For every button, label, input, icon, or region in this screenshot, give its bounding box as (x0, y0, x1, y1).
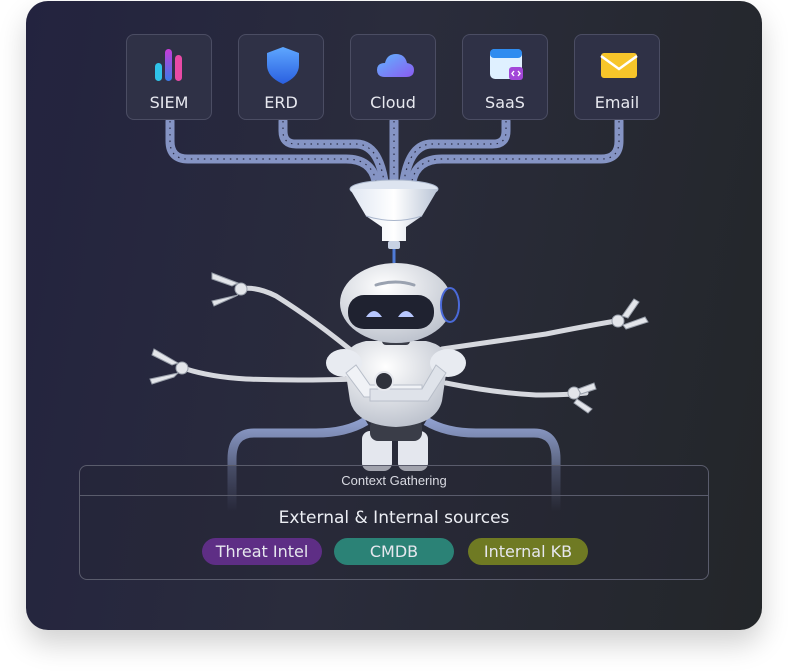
browser-window-icon (490, 49, 523, 80)
gripper-upper-right (611, 298, 649, 330)
context-gathering-panel: Context Gathering External & Internal so… (79, 465, 709, 580)
grippers (149, 272, 649, 414)
connection-pipes (149, 116, 649, 511)
pipe-saas (399, 116, 511, 186)
bottom-pipes (227, 417, 561, 511)
arm-lower-right (443, 380, 589, 398)
gripper-upper-left (211, 272, 248, 307)
source-label: Cloud (370, 93, 416, 112)
cloud-icon (377, 54, 414, 77)
source-tile-erd[interactable]: ERD (238, 34, 324, 120)
pipe-email (407, 116, 624, 186)
source-tile-saas[interactable]: SaaS (462, 34, 548, 120)
robot-eye-left (366, 311, 382, 317)
gripper-lower-right (567, 382, 597, 414)
robot-torso (344, 341, 448, 427)
diagram-card: SIEM ERD Cloud SaaS Email (26, 1, 762, 630)
gripper-lower-left (149, 348, 189, 385)
robot-ear-right (440, 287, 460, 323)
robot-visor (348, 295, 434, 329)
funnel (349, 179, 439, 263)
panel-title: Context Gathering (80, 466, 708, 496)
source-label: SIEM (149, 93, 189, 112)
bar-chart-icon (155, 49, 182, 81)
arm-lower-left (183, 366, 359, 383)
panel-subtitle: External & Internal sources (278, 508, 510, 528)
source-tile-siem[interactable]: SIEM (126, 34, 212, 120)
pipe-erd (278, 116, 389, 186)
source-tile-cloud[interactable]: Cloud (350, 34, 436, 120)
chip-internal-kb[interactable]: Internal KB (468, 538, 588, 565)
top-pipes (165, 116, 624, 186)
pipe-siem (165, 116, 381, 186)
chip-threat-intel[interactable]: Threat Intel (202, 538, 322, 565)
arm-upper-left (238, 285, 361, 359)
arm-upper-right (439, 318, 619, 352)
pipe-left (227, 417, 369, 511)
source-label: SaaS (485, 93, 525, 112)
chip-cmdb[interactable]: CMDB (334, 538, 454, 565)
source-label: ERD (264, 93, 298, 112)
source-label: Email (594, 93, 640, 112)
envelope-icon (600, 53, 638, 78)
pipe-right (423, 417, 561, 511)
shield-icon (267, 47, 299, 84)
robot-eye-right (398, 311, 414, 317)
pipe-dots (169, 121, 620, 182)
source-tile-email[interactable]: Email (574, 34, 660, 120)
robot (326, 263, 466, 471)
